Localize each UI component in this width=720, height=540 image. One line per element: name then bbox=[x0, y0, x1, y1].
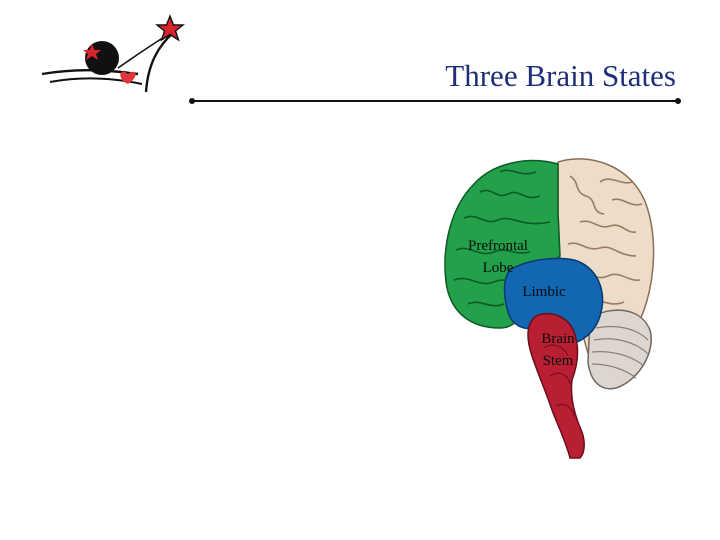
title-underline bbox=[189, 98, 681, 104]
logo-swoosh bbox=[49, 77, 143, 85]
label-brainstem-line: Stem bbox=[542, 353, 574, 369]
label-brainstem-line: Brain bbox=[541, 331, 575, 347]
label-prefrontal-line: Lobe bbox=[482, 260, 514, 276]
brainstem-region bbox=[527, 312, 585, 459]
logo-heart bbox=[120, 71, 136, 84]
logo-ball bbox=[85, 41, 119, 75]
logo-big-star bbox=[155, 14, 185, 42]
brainstem-lines bbox=[543, 344, 575, 417]
slide-title: Three Brain States bbox=[445, 58, 676, 93]
logo bbox=[41, 14, 185, 93]
cerebellum-stripes bbox=[591, 325, 649, 379]
cerebellum-region bbox=[587, 309, 652, 390]
label-brain-stem: Brain Stem bbox=[530, 328, 586, 372]
cortex-folds bbox=[567, 175, 643, 305]
label-prefrontal-line: Prefrontal bbox=[468, 238, 528, 254]
brain-diagram bbox=[444, 158, 655, 459]
logo-swoosh bbox=[144, 31, 175, 93]
label-limbic: Limbic bbox=[522, 284, 566, 300]
logo-small-star bbox=[83, 44, 101, 60]
label-prefrontal-lobe: Prefrontal Lobe bbox=[454, 235, 542, 279]
